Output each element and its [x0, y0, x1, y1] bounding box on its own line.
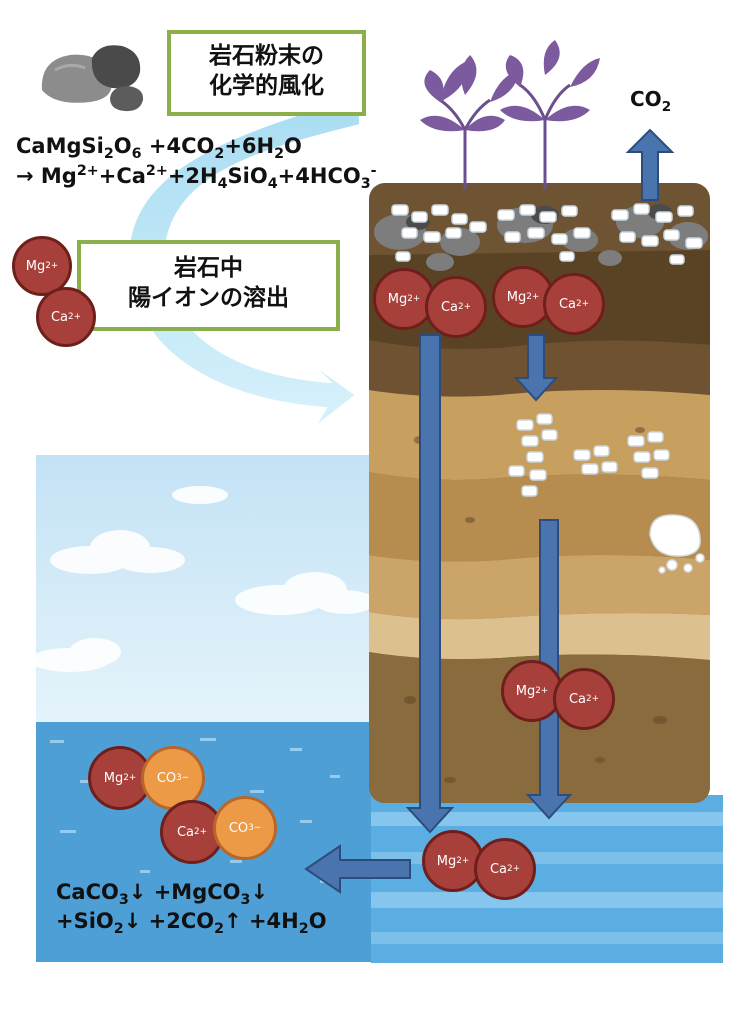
- weathering-box: 岩石粉末の 化学的風化: [167, 30, 366, 116]
- ocean-equation-line2: +SiO2↓ +2CO2↑ +4H2O: [56, 908, 327, 937]
- plant-icon: [420, 40, 600, 190]
- ocean-equation-line1: CaCO3↓ +MgCO3↓: [56, 880, 269, 909]
- weathering-equation-line1: CaMgSi2O6 +4CO2+6H2O: [16, 134, 302, 163]
- weathering-box-line2: 化学的風化: [209, 72, 324, 99]
- ocean-equation: CaCO3↓ +MgCO3↓ +SiO2↓ +2CO2↑ +4H2O: [56, 880, 327, 937]
- carbonate-blob: [649, 514, 705, 574]
- dissolution-box-line1: 岩石中: [174, 255, 243, 281]
- arrow-down-long-left: [405, 334, 455, 834]
- precipitate-chips: [508, 413, 670, 497]
- dissolution-box: 岩石中 陽イオンの溶出: [77, 240, 340, 331]
- co2-label: CO2: [630, 87, 672, 115]
- arrow-left-to-ocean: [304, 844, 411, 894]
- weathering-box-line1: 岩石粉末の: [209, 43, 324, 69]
- ocean-scene: [30, 455, 375, 962]
- dissolution-box-line2: 陽イオンの溶出: [128, 284, 289, 311]
- flow-curve-arrow: [126, 93, 361, 429]
- weathering-equation: CaMgSi2O6 +4CO2+6H2O → Mg2++Ca2++2H4SiO4…: [16, 134, 377, 192]
- co2-up-arrow: [625, 128, 675, 201]
- weathering-equation-line2: → Mg2++Ca2++2H4SiO4+4HCO3-: [16, 162, 377, 192]
- rock-powder: [391, 203, 703, 265]
- arrow-down-short: [513, 334, 559, 402]
- rocks-icon: [41, 45, 144, 112]
